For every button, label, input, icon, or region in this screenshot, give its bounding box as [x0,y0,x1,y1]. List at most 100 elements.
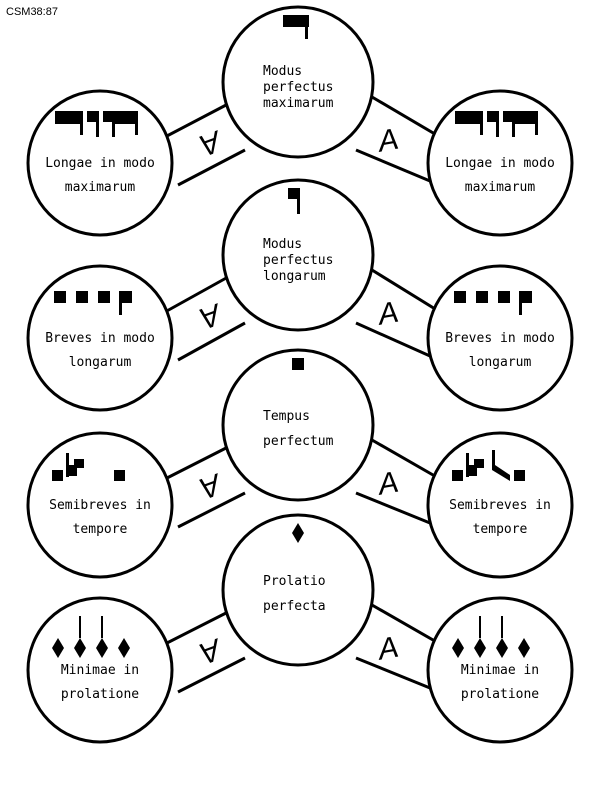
center-label-line: maximarum [263,96,334,111]
minim-note-head [496,638,508,658]
longa-note-head [503,111,514,122]
note-stem [466,453,469,477]
center-circle [221,513,375,667]
side-label-line: Semibreves in [449,498,551,513]
connector-line [371,268,441,314]
note-stem [101,616,103,638]
side-label-line: tempore [473,522,528,537]
side-label-line: Longae in modo [45,156,155,171]
connector-letter-left: A [195,466,227,505]
breve-note-head [120,291,132,303]
maxima-note-head [114,111,138,124]
connector-line [177,656,246,694]
semibreve-note-head [74,459,84,468]
side-label-line: maximarum [65,180,136,195]
side-label-line: Minimae in [61,663,139,678]
connector-line [355,656,431,690]
note-stem [119,291,122,315]
center-label-line: longarum [263,269,326,284]
minim-note-head [118,638,130,658]
side-label-line: Breves in modo [45,331,155,346]
connector-letter-left: A [195,123,227,162]
connector-line [177,321,246,362]
minim-note-head [96,638,108,658]
side-label-line: tempore [73,522,128,537]
right-circle [426,596,574,744]
connector-line [164,275,229,314]
note-stem [480,111,483,135]
connector-letter-right: A [374,296,401,332]
center-circle [221,348,375,502]
connector-line [355,321,431,358]
maxima-note-head [55,111,83,124]
side-label-line: prolatione [61,687,139,702]
connector-line [355,491,431,525]
center-label-line: Prolatio [263,574,326,589]
connector-line [371,438,441,481]
center-label-line: perfectus [263,80,333,95]
left-circle [26,431,174,579]
breve-note-head [292,358,304,370]
minim-note-head [518,638,530,658]
connector-line [355,148,431,183]
note-stem [501,616,503,638]
center-circle [221,178,375,332]
connector-line [371,603,441,646]
ligature [492,450,510,481]
center-circle [221,5,375,159]
connector-letter-right: A [374,466,401,502]
semibreve-note-head [452,470,463,481]
connector-letter-left: A [195,631,227,670]
center-label-line: perfecta [263,599,326,614]
semibreve-note-head [514,470,525,481]
side-label-line: Longae in modo [445,156,555,171]
semibreve-note-head [292,523,304,543]
note-stem [512,111,515,137]
connector-letter-left: A [195,296,227,335]
connector-letter-right: A [374,123,401,159]
side-label-line: longarum [69,355,132,370]
minim-note-head [474,638,486,658]
center-label-line: Modus [263,237,302,252]
maxima-note-head [455,111,483,124]
longa-note-head [103,111,114,122]
connector-line [177,491,246,529]
maxima-note-head [283,15,309,27]
left-circle [26,596,174,744]
note-stem [79,616,81,638]
center-label-line: Modus [263,64,302,79]
connector-line [164,445,229,481]
note-stem [479,616,481,638]
note-stem [96,111,99,137]
note-stem [66,453,69,477]
connector-line [177,148,246,187]
side-label-line: Semibreves in [49,498,151,513]
connector-line [164,610,229,646]
reference-label: CSM38:87 [6,6,58,18]
center-label-line: Tempus [263,409,310,424]
breve-note-head [520,291,532,303]
semibreve-note-head [466,465,477,476]
breve-note-head [76,291,88,303]
breve-note-head [98,291,110,303]
minim-note-head [52,638,64,658]
longa-note-head [487,111,498,122]
note-stem [297,188,300,214]
connector-letter-right: A [374,631,401,667]
longa-note-head [288,188,299,199]
longa-note-head [87,111,98,122]
note-stem [305,15,308,39]
breve-note-head [476,291,488,303]
breve-note-head [454,291,466,303]
note-stem [80,111,83,135]
semibreve-note-head [52,470,63,481]
side-label-line: prolatione [461,687,539,702]
connector-line [164,102,229,139]
side-label-line: longarum [469,355,532,370]
semibreve-note-head [114,470,125,481]
side-label-line: maximarum [465,180,536,195]
